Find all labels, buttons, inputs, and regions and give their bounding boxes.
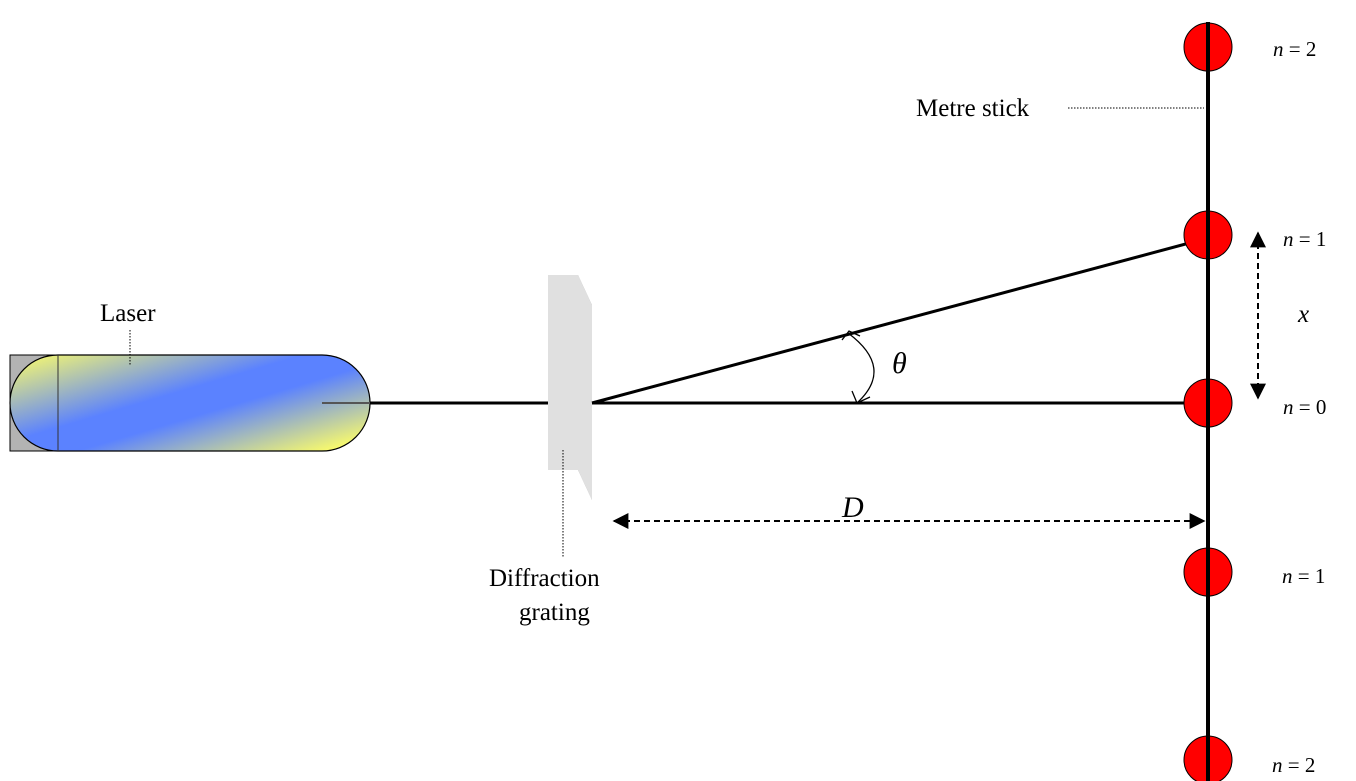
laser-body <box>9 354 371 452</box>
diffracted-beam <box>591 236 1209 405</box>
spacing-label: x <box>1297 301 1309 328</box>
diffraction-grating <box>548 275 592 500</box>
theta-arrow-top <box>841 330 861 341</box>
order-label-n1-bottom: n = 1 <box>1282 564 1325 588</box>
grating-label-line1: Diffraction <box>489 565 600 592</box>
theta-arrow-bottom <box>851 390 871 404</box>
theta-arc <box>847 332 875 404</box>
order-label-n0: n = 0 <box>1283 395 1326 419</box>
distance-label: D <box>841 491 864 524</box>
order-label-n2-top: n = 2 <box>1273 37 1316 61</box>
grating-label-line2: grating <box>519 599 590 626</box>
theta-label: θ <box>892 347 907 380</box>
order-label-n1-top: n = 1 <box>1283 227 1326 251</box>
laser-label: Laser <box>100 300 156 327</box>
metre-stick-label: Metre stick <box>916 95 1030 122</box>
grating-face <box>548 275 592 500</box>
laser <box>9 354 371 452</box>
order-label-n2-bottom: n = 2 <box>1272 753 1315 777</box>
